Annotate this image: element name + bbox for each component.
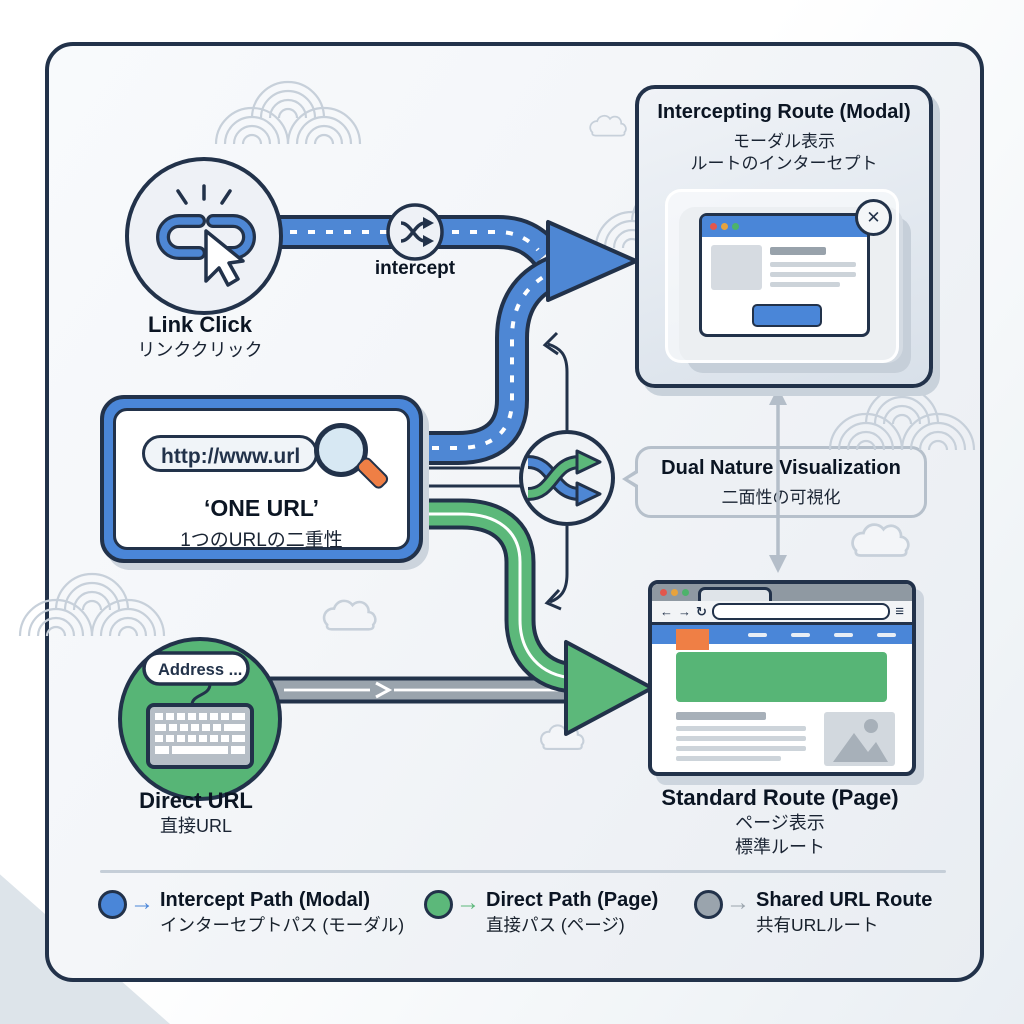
modal-route-subtitle-ja1: モーダル表示 <box>733 132 835 151</box>
nav-menu-item <box>877 632 896 637</box>
browser-navbar <box>652 625 912 644</box>
intercept-marker-label: intercept <box>374 258 456 279</box>
url-pill: http://www.url <box>142 435 318 472</box>
arrow-icon: → <box>726 889 750 916</box>
browser-toolbar: ← → ↻ ≡ <box>652 601 912 625</box>
modal-heading-bar <box>770 247 826 255</box>
link-click-icon <box>156 184 256 287</box>
vertical-flow-arrow <box>769 387 787 573</box>
nav-menu-item <box>791 632 810 637</box>
direct-path-green <box>410 498 654 736</box>
click-spark-icon <box>176 184 232 205</box>
page-text-line <box>676 736 806 741</box>
page-image-placeholder <box>824 712 895 766</box>
site-logo-block <box>676 629 709 650</box>
intercept-path-blue <box>268 215 638 465</box>
blue-arrowhead <box>546 220 638 302</box>
gray-path-marker-icon <box>694 890 723 919</box>
intercept-shuffle-icon <box>386 203 444 261</box>
cable-line <box>190 683 212 706</box>
address-pill <box>142 651 250 686</box>
bubble-title: Dual Nature Visualization <box>661 457 901 479</box>
direct-url-label: Direct URL 直接URL <box>139 788 253 836</box>
arrow-icon: → <box>130 889 154 916</box>
legend-item-intercept-path: → Intercept Path (Modal) インターセプトパス (モーダル… <box>98 888 404 937</box>
hero-banner <box>676 652 887 702</box>
page-text-line <box>676 746 806 751</box>
link-click-node <box>125 157 283 315</box>
intercepting-route-box: Intercepting Route (Modal) モーダル表示 ルートのイン… <box>635 85 933 388</box>
one-url-box: http://www.url ‘ONE URL’ 1つのURLの二重性 <box>100 395 423 563</box>
close-icon: ✕ <box>855 199 892 236</box>
up-arrow-chevron <box>542 331 559 356</box>
dual-nature-bubble: Dual Nature Visualization 二面性の可視化 <box>622 446 927 518</box>
address-pill-text: Address ... <box>158 661 242 679</box>
red-dot-icon <box>660 589 667 596</box>
chain-link-icon <box>159 217 253 257</box>
image-icon <box>833 719 888 762</box>
browser-titlebar <box>652 584 912 601</box>
blue-path-marker-icon <box>98 890 127 919</box>
one-url-subtitle-ja: 1つのURLの二重性 <box>180 530 343 551</box>
modal-action-button <box>752 304 822 327</box>
green-dot-icon <box>732 223 739 230</box>
page-text-line <box>676 726 806 731</box>
orange-dot-icon <box>671 589 678 596</box>
reload-icon: ↻ <box>696 604 707 619</box>
orange-dot-icon <box>721 223 728 230</box>
cursor-icon <box>204 229 245 287</box>
modal-text-line <box>770 262 856 267</box>
green-path-marker-icon <box>424 890 453 919</box>
back-icon: ← <box>660 604 673 619</box>
keyboard-icon <box>146 703 254 769</box>
magnifier-handle <box>354 454 391 492</box>
modal-window-mockup <box>699 213 870 337</box>
arrow-icon: → <box>456 889 480 916</box>
page-text-line <box>676 756 781 761</box>
green-dot-icon <box>682 589 689 596</box>
standard-route-label: Standard Route (Page) ページ表示 標準ルート <box>661 785 899 857</box>
modal-text-line <box>770 272 856 277</box>
modal-text-line <box>770 282 840 287</box>
nav-menu-item <box>748 632 767 637</box>
green-arrowhead <box>564 640 654 736</box>
modal-titlebar <box>702 216 867 237</box>
red-dot-icon <box>710 223 717 230</box>
menu-icon: ≡ <box>895 603 904 620</box>
direct-url-node: Address ... <box>118 637 282 801</box>
one-url-title: ‘ONE URL’ <box>203 495 319 521</box>
link-click-label: Link Click リンククリック <box>137 312 263 360</box>
nav-menu-item <box>834 632 853 637</box>
down-arrow-chevron <box>544 588 562 611</box>
dual-connector-lines <box>416 331 569 611</box>
page-heading-bar <box>676 712 766 720</box>
legend-item-direct-path: → Direct Path (Page) 直接パス (ページ) <box>424 888 658 937</box>
browser-tab <box>698 587 772 601</box>
legend-item-shared-route: → Shared URL Route 共有URLルート <box>694 888 932 937</box>
dual-nature-shuffle-icon <box>519 430 615 526</box>
legend-divider <box>100 870 946 873</box>
browser-url-bar <box>711 603 891 620</box>
direct-url-icon: Address ... <box>142 651 254 769</box>
one-url-inner: http://www.url ‘ONE URL’ 1つのURLの二重性 <box>113 408 410 551</box>
modal-route-title: Intercepting Route (Modal) <box>657 101 911 123</box>
modal-route-subtitle-ja2: ルートのインターセプト <box>690 154 878 173</box>
standard-route-browser: ← → ↻ ≡ <box>648 580 916 776</box>
forward-icon: → <box>678 604 691 619</box>
bubble-title-ja: 二面性の可視化 <box>721 488 841 507</box>
modal-image-placeholder <box>711 245 762 290</box>
